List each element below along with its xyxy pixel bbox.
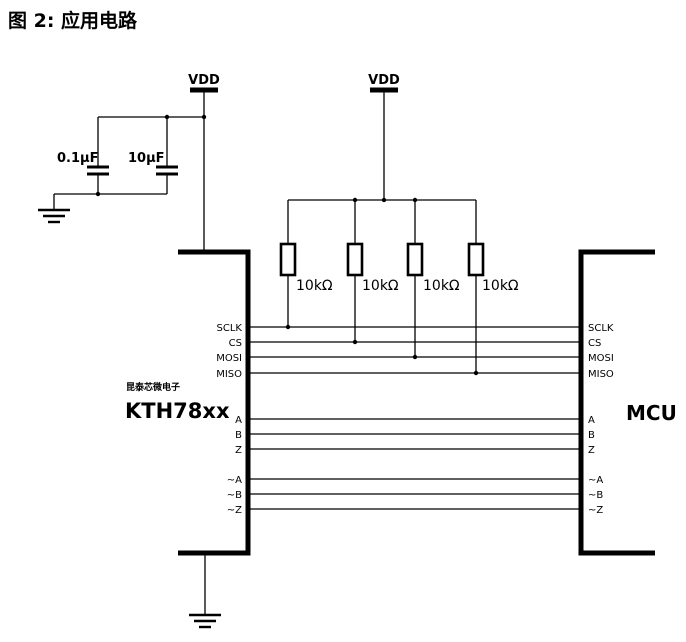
- pin-label: ~B: [227, 490, 242, 501]
- resistor-label-4: 10kΩ: [482, 278, 519, 294]
- resistor-label-1: 10kΩ: [296, 278, 333, 294]
- resistor-label-2: 10kΩ: [362, 278, 399, 294]
- capacitor-label-2: 10µF: [128, 151, 165, 166]
- pin-label: MISO: [588, 369, 614, 380]
- pin-label: ~Z: [588, 505, 603, 516]
- mcu-name-label: MCU: [626, 401, 677, 425]
- vdd-label-right: VDD: [368, 73, 400, 88]
- junction-dot: [285, 324, 291, 330]
- chip-body-kth78xx: [178, 249, 251, 556]
- pin-label: A: [588, 415, 595, 426]
- capacitor-label-1: 0.1µF: [57, 151, 98, 166]
- pin-label: MISO: [216, 369, 242, 380]
- pin-label: ~A: [227, 475, 242, 486]
- pin-label: MOSI: [588, 353, 614, 364]
- pin-label: A: [235, 415, 242, 426]
- chip-pin-labels: SCLK CS MOSI MISO A B Z ~A ~B ~Z: [216, 323, 242, 516]
- pin-label: CS: [229, 338, 242, 349]
- ground-icon: [38, 208, 70, 224]
- resistor-miso: [467, 200, 485, 373]
- mcu-body: [578, 249, 655, 556]
- pin-label: B: [588, 430, 595, 441]
- figure-title: 图 2: 应用电路: [8, 10, 138, 32]
- pin-label: ~B: [588, 490, 603, 501]
- pin-label: Z: [588, 445, 595, 456]
- resistor-cs: [346, 200, 364, 342]
- pin-label: B: [235, 430, 242, 441]
- resistor-sclk: [279, 200, 297, 327]
- chip-name-label: KTH78xx: [125, 399, 230, 423]
- mcu-pin-labels: SCLK CS MOSI MISO A B Z ~A ~B ~Z: [588, 323, 614, 516]
- pin-label: SCLK: [217, 323, 243, 334]
- vdd-label-left: VDD: [188, 73, 220, 88]
- chip-maker-label: 昆泰芯微电子: [126, 381, 180, 393]
- pin-label: CS: [588, 338, 601, 349]
- pin-label: ~A: [588, 475, 603, 486]
- resistor-label-3: 10kΩ: [423, 278, 460, 294]
- pin-label: MOSI: [216, 353, 242, 364]
- ground-icon: [189, 613, 221, 629]
- signal-buses: [248, 326, 581, 510]
- capacitor-0p1uF: [87, 117, 109, 194]
- pin-label: ~Z: [227, 505, 242, 516]
- junction-dot: [412, 354, 418, 360]
- junction-dot: [473, 370, 479, 376]
- junction-dot: [352, 339, 358, 345]
- pin-label: SCLK: [588, 323, 614, 334]
- capacitor-10uF: [156, 117, 178, 194]
- resistor-mosi: [406, 200, 424, 357]
- junction-dot: [95, 191, 101, 197]
- pin-label: Z: [235, 445, 242, 456]
